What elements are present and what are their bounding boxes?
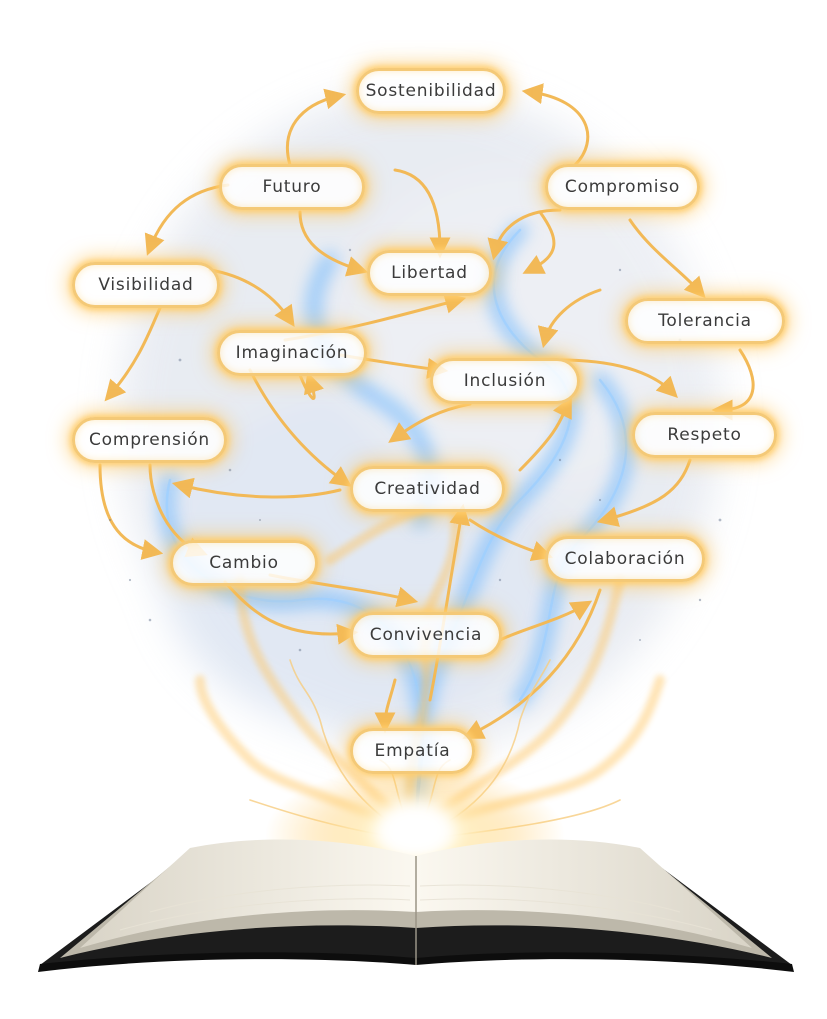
concept-compromiso: Compromiso — [545, 164, 700, 210]
concept-comprension: Comprensión — [72, 417, 227, 463]
concept-respeto: Respeto — [632, 412, 777, 458]
concept-visibilidad: Visibilidad — [72, 262, 220, 308]
concept-cambio: Cambio — [170, 540, 318, 586]
concept-creatividad: Creatividad — [350, 466, 505, 512]
concept-inclusion: Inclusión — [430, 358, 580, 404]
concept-colaboracion: Colaboración — [545, 536, 705, 582]
concept-libertad: Libertad — [367, 250, 492, 296]
concept-imaginacion: Imaginación — [217, 330, 367, 376]
concept-tolerancia: Tolerancia — [625, 298, 785, 344]
concept-futuro: Futuro — [219, 164, 365, 210]
concept-sostenibilidad: Sostenibilidad — [356, 68, 506, 114]
open-book-icon — [38, 839, 794, 972]
concept-convivencia: Convivencia — [350, 612, 502, 658]
concept-empatia: Empatía — [350, 728, 475, 774]
